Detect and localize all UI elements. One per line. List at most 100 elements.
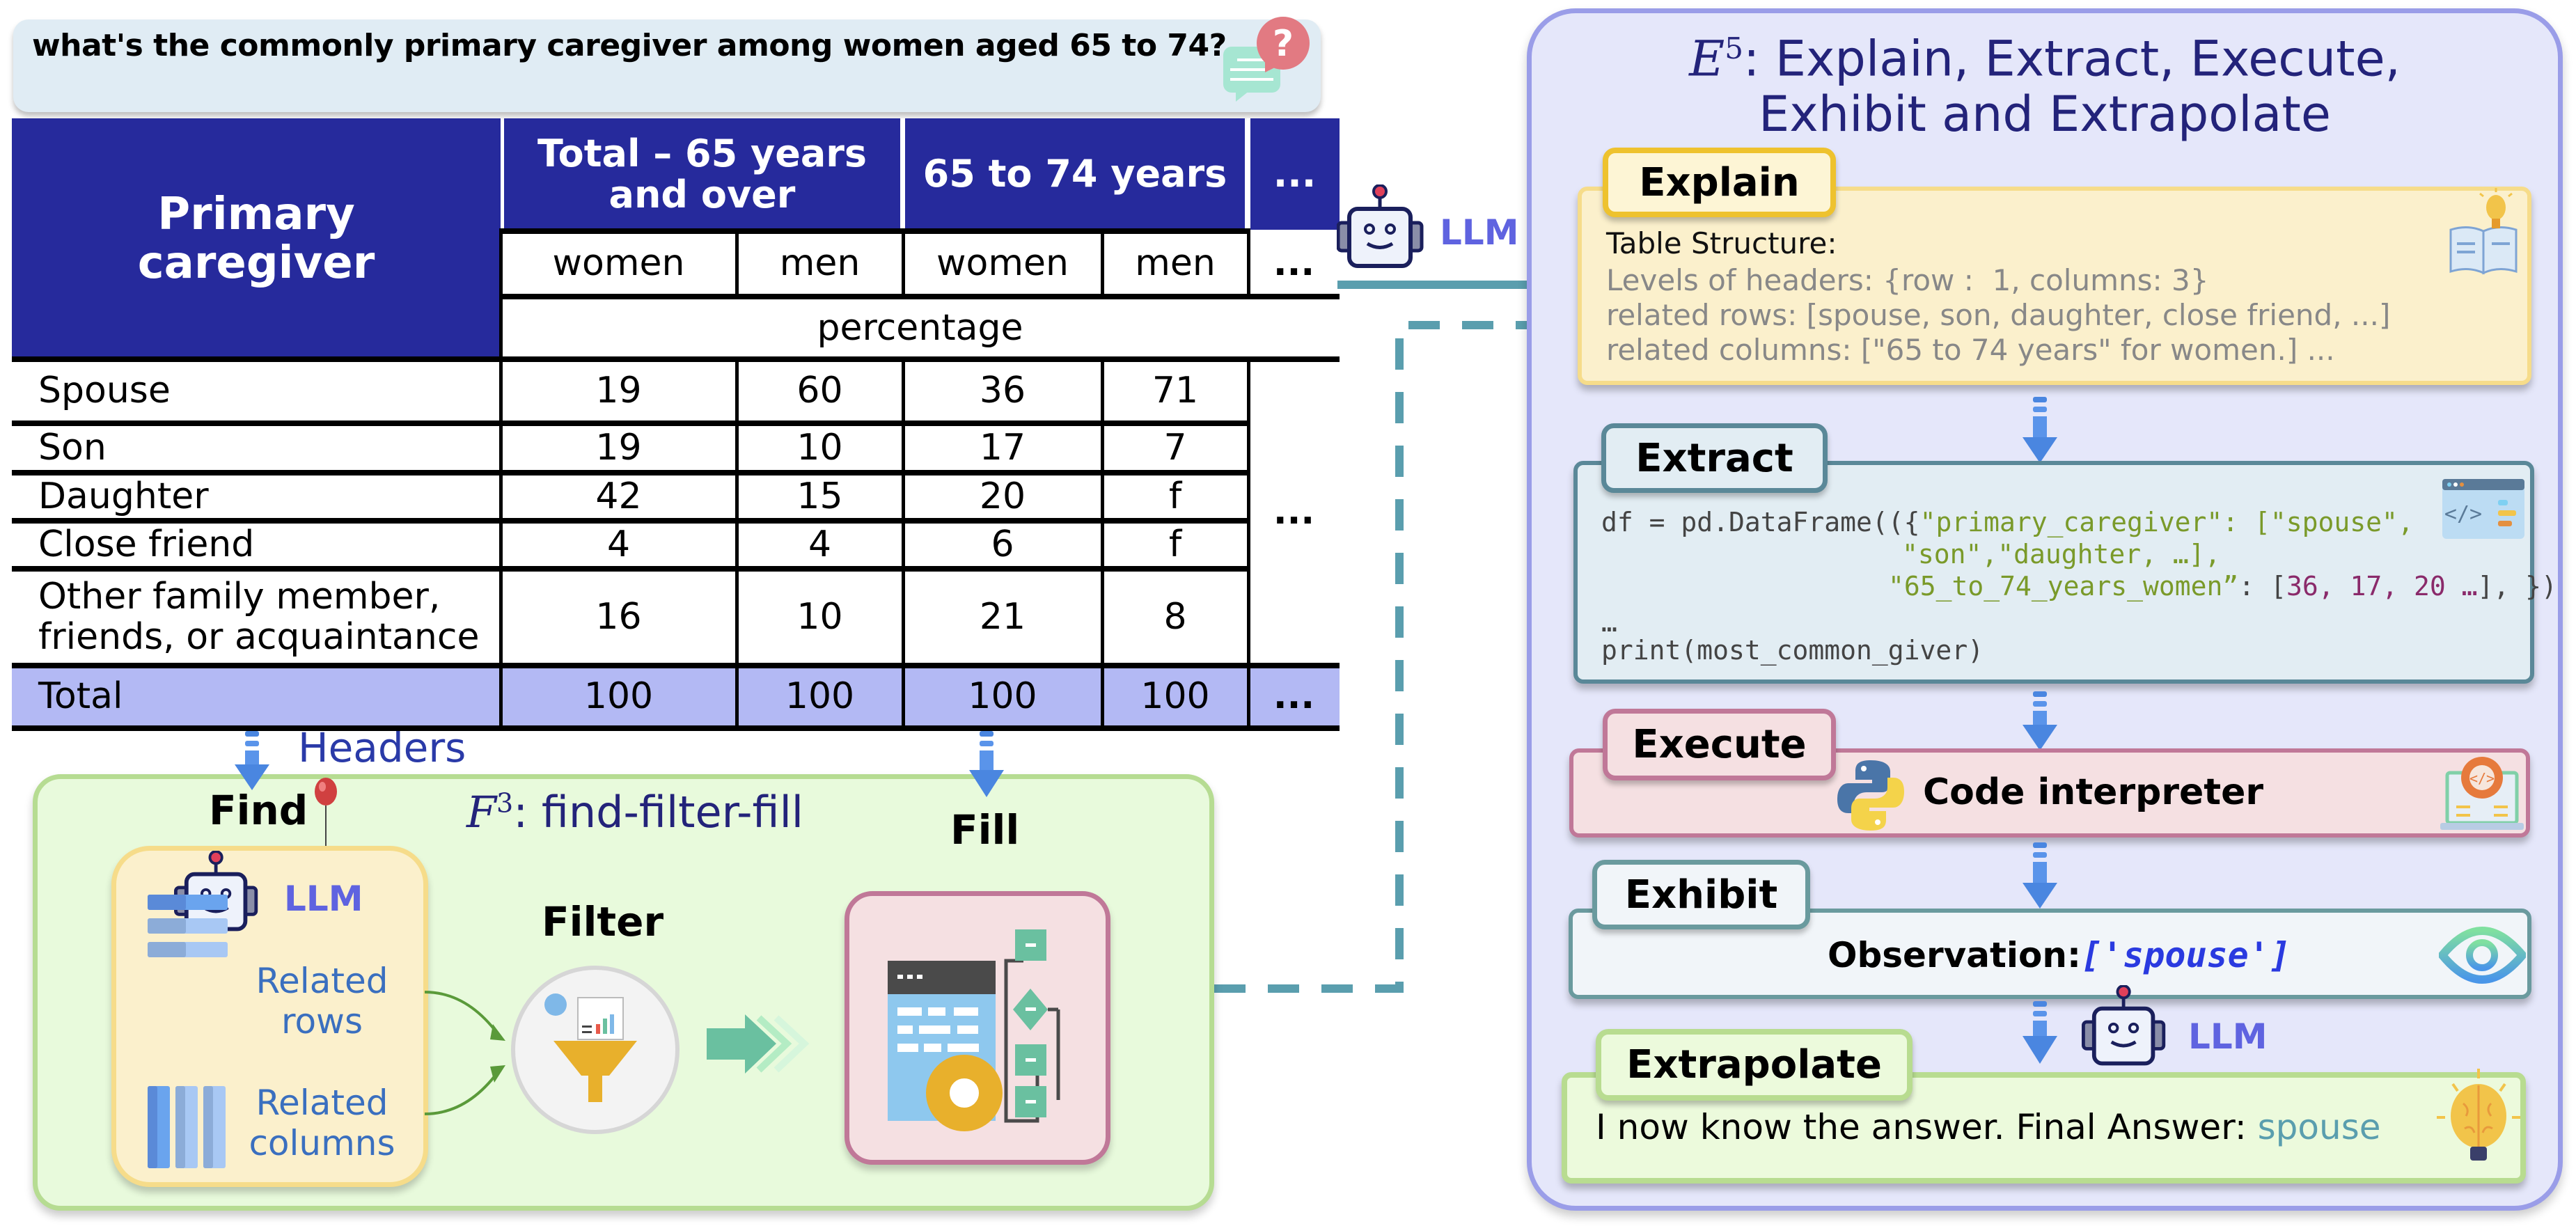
cell: 71 — [1152, 370, 1199, 412]
question-box — [13, 19, 1321, 112]
grid-line — [12, 421, 1248, 426]
f3-title: F3: find-filter-fill — [466, 787, 803, 838]
explain-line: related rows: [spouse, son, daughter, cl… — [1606, 298, 2391, 332]
extract-box — [1573, 461, 2534, 684]
llm-label: LLM — [2188, 1016, 2268, 1057]
corner-header: Primary caregiver — [12, 118, 501, 359]
final-answer-prefix: I now know the answer. Final Answer: — [1596, 1107, 2258, 1147]
chevron-right-arrow-icon — [707, 1014, 810, 1074]
extract-tab: Extract — [1601, 423, 1828, 493]
f3-title-sup: 3 — [496, 787, 514, 819]
total-ellipsis: ... — [1273, 675, 1315, 718]
subheader-women: women — [936, 242, 1069, 285]
grid-line — [12, 663, 1340, 668]
grid-line — [735, 356, 739, 728]
e5-title-line1: : Explain, Extract, Execute, — [1743, 30, 2401, 88]
explain-line: related columns: ["65 to 74 years" for w… — [1606, 333, 2335, 367]
svg-text:?: ? — [1273, 23, 1294, 65]
cell: 19 — [595, 426, 642, 469]
find-label: Find — [209, 787, 308, 834]
grid-line — [12, 356, 1340, 362]
total-cell: 100 — [968, 675, 1037, 718]
exhibit-tab: Exhibit — [1592, 860, 1810, 929]
total-cell: 100 — [1140, 675, 1210, 718]
cell: f — [1168, 523, 1182, 565]
pushpin-icon — [315, 778, 337, 851]
cell: 17 — [979, 426, 1026, 469]
cell: 60 — [796, 370, 843, 412]
laptop-gear-icon: </> — [2440, 757, 2524, 830]
cell: 6 — [991, 523, 1014, 565]
code-text: ], }) — [2477, 571, 2557, 602]
grid-line — [1247, 356, 1250, 728]
code-line: print(most_common_giver) — [1601, 635, 1984, 666]
rows-ellipsis: ... — [1273, 491, 1315, 533]
down-arrow-icon — [969, 731, 1004, 797]
down-arrow-icon — [2023, 397, 2057, 463]
llm-label: LLM — [284, 879, 363, 919]
chat-question-icon: ? — [1223, 17, 1310, 102]
column-group-more: ... — [1250, 118, 1340, 230]
cell: 36 — [979, 370, 1026, 412]
curved-arrows — [424, 991, 505, 1115]
cell: 8 — [1163, 595, 1187, 638]
final-answer-value: spouse — [2257, 1107, 2381, 1147]
grid-line — [1101, 356, 1104, 728]
explain-tab: Explain — [1603, 148, 1836, 217]
grid-line — [12, 470, 1248, 476]
cell: 10 — [796, 426, 843, 469]
grid-line — [902, 118, 905, 298]
extrapolate-tab: Extrapolate — [1596, 1029, 1913, 1101]
solid-connector — [1337, 281, 1553, 289]
code-line: "son","daughter, …], — [1902, 539, 2221, 569]
subheader-women: women — [552, 242, 685, 285]
column-group-total-65-and-over: Total – 65 years and over — [504, 118, 900, 230]
svg-text:</>: </> — [2444, 502, 2482, 526]
row-label: Other family member, friends, or acquain… — [38, 576, 480, 658]
filter-funnel-icon — [511, 966, 680, 1134]
grid-line — [501, 294, 1340, 299]
grid-line — [902, 228, 905, 298]
code-string: "65_to_74_years_women” — [1888, 571, 2239, 602]
e5-title-line2: Exhibit and Extrapolate — [1759, 86, 2331, 143]
python-logo-icon — [1837, 760, 1904, 831]
down-arrow-icon — [2023, 691, 2057, 750]
cell: 4 — [606, 523, 631, 565]
cell: 10 — [796, 595, 843, 638]
related-columns-label: Related columns — [249, 1083, 395, 1163]
robot-icon — [1337, 184, 1424, 268]
subheader-more: ... — [1273, 242, 1315, 285]
code-text: : [ — [2238, 571, 2286, 602]
code-string: "primary_caregiver": ["spouse", — [1919, 507, 2414, 537]
cell: 20 — [979, 475, 1026, 517]
total-cell: 100 — [785, 675, 855, 718]
grid-line — [12, 518, 1248, 524]
e5-title: E5: Explain, Extract, Execute, Exhibit a… — [1527, 21, 2563, 142]
row-label: Son — [38, 426, 107, 469]
rows-icon — [148, 895, 228, 957]
cell: 4 — [808, 523, 832, 565]
grid-line — [1247, 228, 1250, 298]
total-cell: 100 — [583, 675, 654, 718]
explain-box — [1578, 187, 2531, 385]
unit-label: percentage — [817, 307, 1023, 349]
book-lightbulb-icon — [2449, 188, 2518, 275]
cell: 19 — [595, 370, 642, 412]
headers-label: Headers — [298, 724, 466, 771]
explain-line: Levels of headers: {row : 1, columns: 3} — [1606, 263, 2209, 297]
row-label: Spouse — [38, 370, 171, 412]
code-number: 36, 17, 20 … — [2286, 571, 2478, 602]
related-rows-label: Related rows — [256, 961, 388, 1042]
observation-label: Observation: — [1828, 935, 2081, 975]
column-group-65-to-74: 65 to 74 years — [905, 118, 1245, 230]
cell: 15 — [796, 475, 843, 517]
row-label: Close friend — [38, 523, 255, 565]
fill-label: Fill — [950, 806, 1020, 854]
columns-icon — [148, 1086, 226, 1168]
code-line: "65_to_74_years_women”: [36, 17, 20 …], … — [1888, 571, 2557, 602]
brain-lightbulb-icon — [2437, 1069, 2520, 1161]
dashed-connector — [1214, 311, 1578, 993]
cell: 21 — [979, 595, 1026, 638]
subheader-men: men — [779, 242, 861, 285]
total-label: Total — [38, 675, 123, 718]
